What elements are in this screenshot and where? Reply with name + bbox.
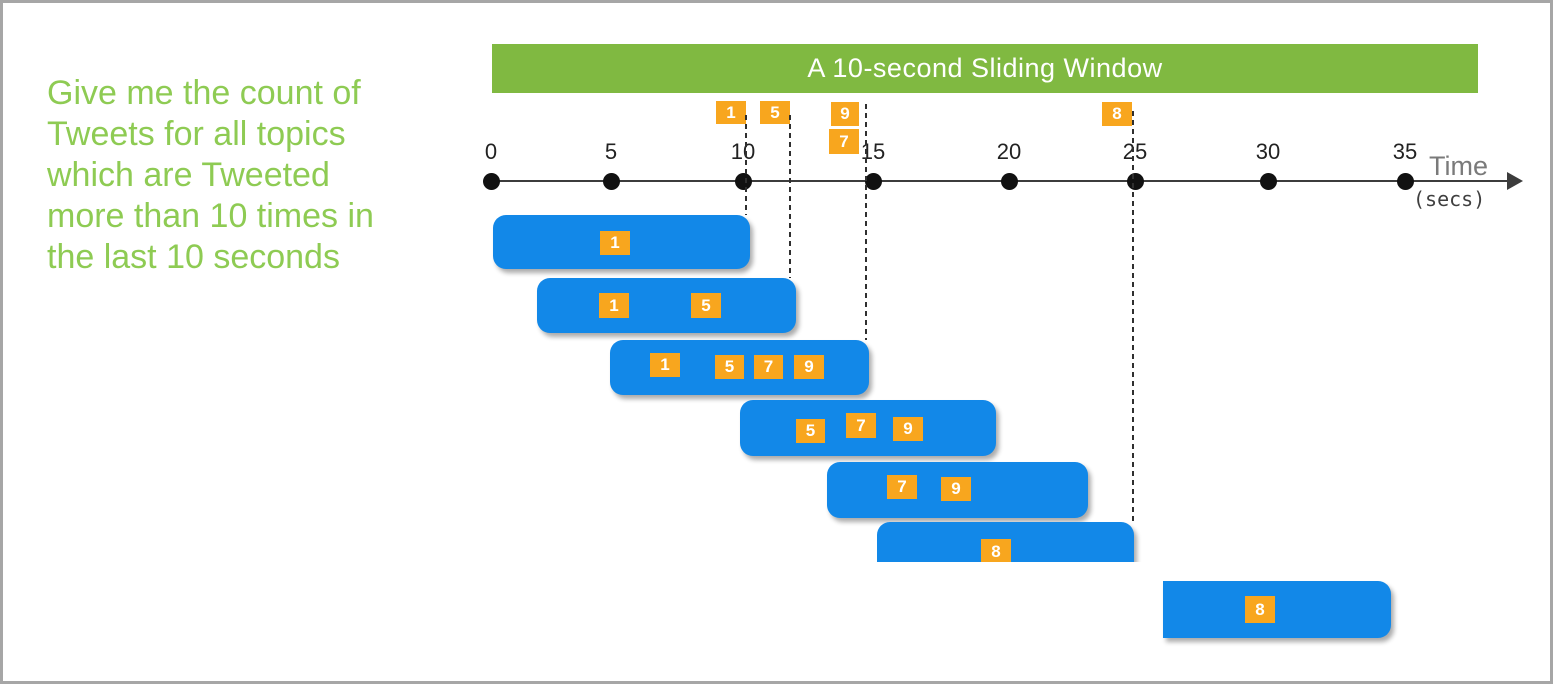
axis-tick-dot [482, 172, 500, 190]
axis-tick-label: 5 [604, 139, 618, 164]
sliding-window-bar: 8 [1163, 581, 1391, 638]
sliding-window-bar: 1 [493, 215, 750, 269]
incoming-event-badge: 9 [831, 102, 859, 126]
window-event-badge: 7 [846, 413, 876, 438]
window-event-badge: 9 [941, 477, 971, 501]
event-time-dashed-line [865, 104, 867, 340]
time-axis-line [489, 179, 1509, 183]
sliding-window-banner-label: A 10-second Sliding Window [807, 53, 1163, 83]
axis-tick-dot [864, 172, 882, 190]
query-text: Give me the count of Tweets for all topi… [47, 74, 374, 276]
window-event-badge: 5 [691, 293, 721, 318]
window-event-badge: 9 [794, 355, 824, 379]
event-time-dashed-line [1132, 111, 1134, 522]
event-time-dashed-line [745, 115, 747, 215]
window-event-badge: 7 [754, 355, 783, 379]
window-event-badge: 1 [600, 231, 630, 255]
axis-tick-label: 20 [996, 139, 1022, 164]
axis-tick-label: 15 [860, 139, 886, 164]
incoming-event-badge: 8 [1102, 102, 1132, 126]
incoming-event-badge: 7 [829, 129, 859, 154]
window-event-badge: 8 [1245, 596, 1275, 623]
time-axis-arrowhead-icon [1507, 172, 1523, 190]
event-time-dashed-line [789, 115, 791, 278]
window-event-badge: 5 [715, 355, 744, 379]
axis-tick-label: 30 [1255, 139, 1281, 164]
axis-tick-label: 35 [1392, 139, 1418, 164]
axis-tick-label: 0 [484, 139, 498, 164]
axis-tick-dot [1000, 172, 1018, 190]
window-event-badge: 9 [893, 417, 923, 441]
window-event-badge: 1 [599, 293, 629, 318]
time-axis-label: Time [1429, 151, 1488, 181]
incoming-event-badge: 1 [716, 101, 746, 124]
axis-tick-dot [1126, 172, 1144, 190]
incoming-event-badge: 5 [760, 101, 790, 124]
axis-tick-dot [734, 172, 752, 190]
axis-tick-dot [1396, 172, 1414, 190]
axis-tick-dot [1259, 172, 1277, 190]
axis-tick-label: 25 [1122, 139, 1148, 164]
window-event-badge: 5 [796, 419, 825, 443]
window-event-badge: 7 [887, 475, 917, 499]
window-clip-region: 8 [877, 522, 1144, 562]
window-event-badge: 1 [650, 353, 680, 377]
sliding-window-banner: A 10-second Sliding Window [492, 44, 1478, 93]
axis-tick-dot [602, 172, 620, 190]
time-axis-units-label: (secs) [1413, 187, 1486, 211]
window-event-badge: 8 [981, 539, 1011, 562]
axis-tick-label: 10 [730, 139, 756, 164]
